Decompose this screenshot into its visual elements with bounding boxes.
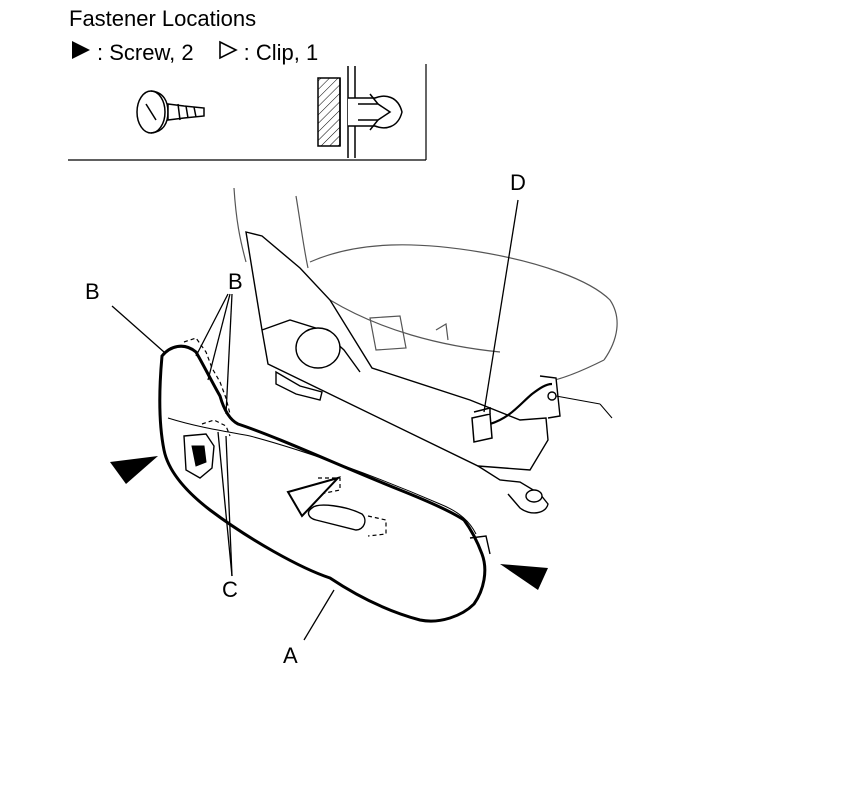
seat-frame	[245, 231, 613, 514]
fastener-legend: : Screw, 2 : Clip, 1	[71, 40, 318, 66]
screw-symbol-icon	[71, 40, 91, 66]
callout-b-right: B	[228, 269, 243, 294]
callout-d: D	[510, 170, 526, 195]
clip-marker-icon	[286, 476, 342, 518]
screw-marker-left-icon	[110, 456, 158, 484]
callout-b-left: B	[85, 279, 100, 304]
legend-box	[68, 64, 427, 161]
connector-d	[471, 382, 553, 443]
screw-illustration-icon	[136, 90, 205, 134]
leader-lines	[111, 199, 519, 641]
page-title: Fastener Locations	[69, 6, 257, 31]
callout-a: A	[283, 643, 298, 668]
callout-c: C	[222, 577, 238, 602]
clip-illustration-icon	[317, 66, 403, 158]
clip-legend-label: : Clip, 1	[243, 40, 319, 65]
screw-legend-label: : Screw, 2	[97, 40, 194, 65]
seat-outline	[233, 187, 618, 383]
screw-marker-right-icon	[500, 564, 548, 590]
clip-symbol-icon	[218, 40, 238, 66]
